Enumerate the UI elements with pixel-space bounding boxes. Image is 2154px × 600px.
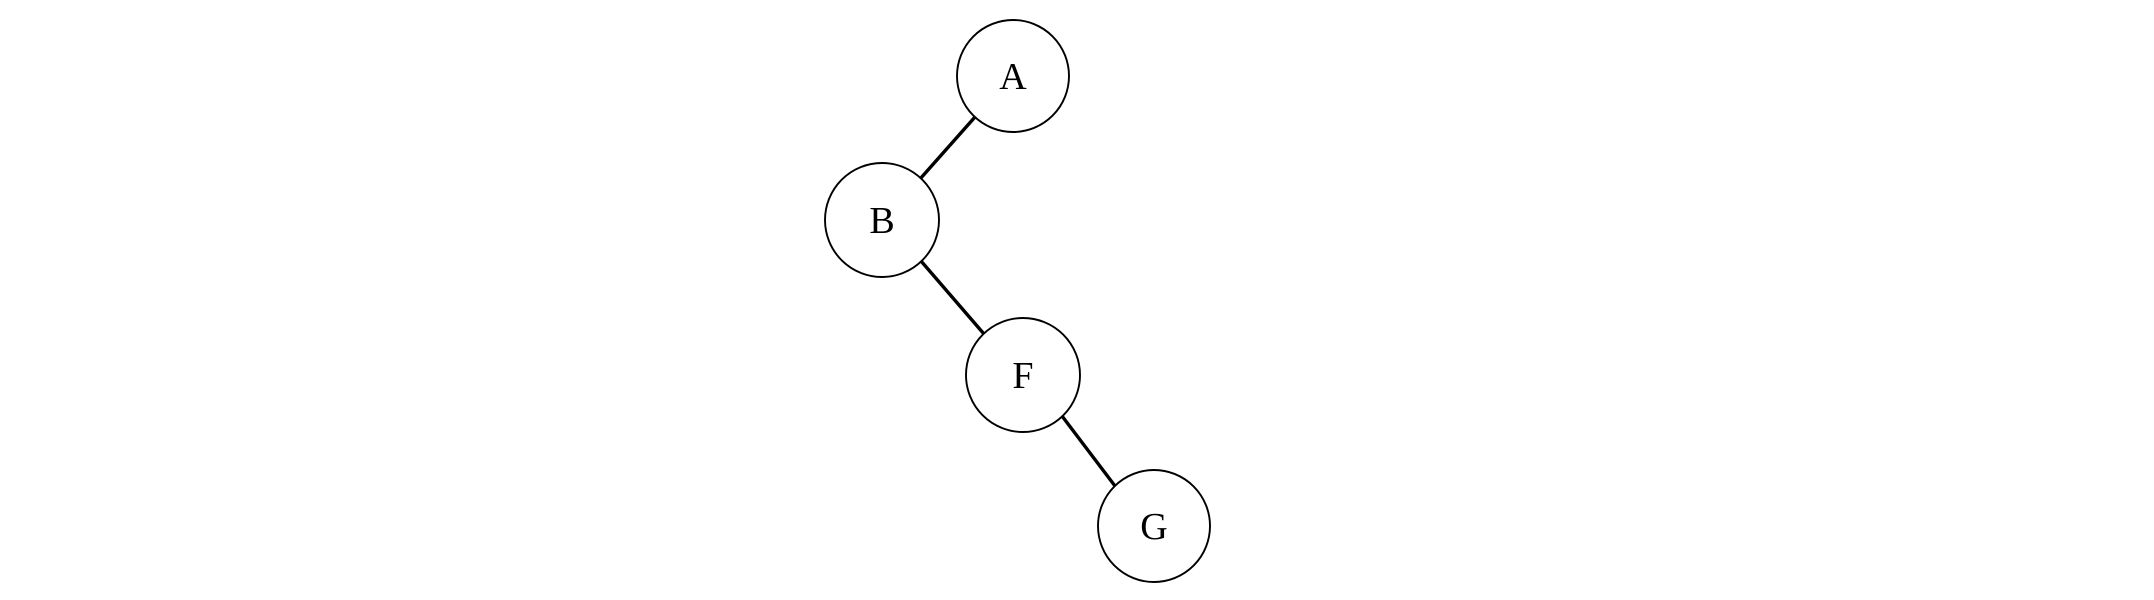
graph-node-g[interactable]: G [1097,469,1211,583]
node-label-g: G [1140,506,1167,548]
graph-edge-b-f [919,259,986,336]
graph-node-f[interactable]: F [965,317,1081,433]
node-label-b: B [869,200,894,242]
node-circle-b[interactable] [824,162,940,278]
graph-node-a[interactable]: A [956,19,1070,133]
node-circle-f[interactable] [965,317,1081,433]
graph-edge-a-b [918,115,977,181]
edge-layer [918,115,1117,488]
graph-node-b[interactable]: B [824,162,940,278]
node-circle-a[interactable] [956,19,1070,133]
node-circle-g[interactable] [1097,469,1211,583]
node-label-a: A [999,56,1027,98]
node-label-f: F [1012,355,1033,397]
graph-edge-f-g [1060,414,1117,488]
node-layer: A B F G [824,19,1211,583]
